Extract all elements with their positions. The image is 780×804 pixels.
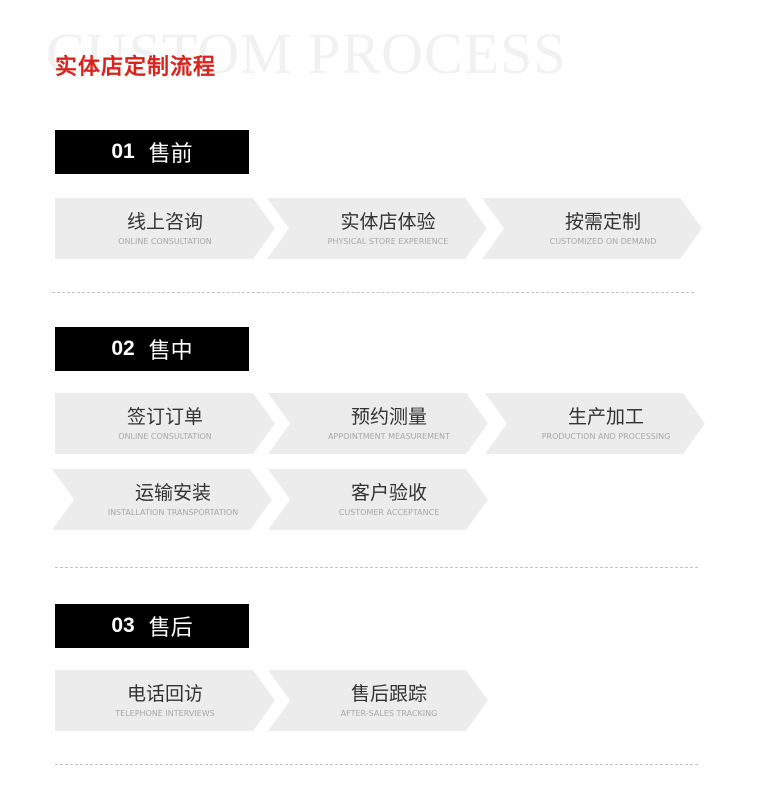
step-installation-transportation: 运输安装 INSTALLATION TRANSPORTATION — [52, 469, 272, 530]
step-subtitle: INSTALLATION TRANSPORTATION — [107, 507, 239, 517]
step-subtitle: AFTER-SALES TRACKING — [340, 708, 438, 718]
step-subtitle: ONLINE CONSULTATION — [118, 236, 212, 246]
step-subtitle: CUSTOMIZED ON DEMAND — [549, 236, 657, 246]
page-title: 实体店定制流程 — [55, 55, 217, 80]
step-title: 预约测量 — [350, 405, 427, 428]
step-subtitle: PHYSICAL STORE EXPERIENCE — [327, 236, 449, 246]
section-divider — [55, 567, 698, 568]
step-title: 线上咨询 — [126, 210, 203, 233]
section-name: 售后 — [148, 616, 193, 641]
section-header-insale: 02 售中 — [55, 327, 249, 371]
step-appointment-measurement: 预约测量 APPOINTMENT MEASUREMENT — [268, 393, 488, 454]
step-online-consultation: 线上咨询 ONLINE CONSULTATION — [55, 198, 275, 259]
step-title: 运输安装 — [134, 481, 211, 504]
watermark-text: CUSTOM PROCESS — [46, 21, 567, 86]
step-production-processing: 生产加工 PRODUCTION AND PROCESSING — [485, 393, 705, 454]
step-title: 生产加工 — [567, 405, 644, 428]
step-sign-order: 签订订单 ONLINE CONSULTATION — [55, 393, 275, 454]
step-title: 签订订单 — [126, 405, 203, 428]
section-name: 售前 — [148, 142, 193, 167]
step-title: 售后跟踪 — [350, 682, 427, 705]
section-divider — [52, 292, 694, 293]
step-telephone-interviews: 电话回访 TELEPHONE INTERVIEWS — [55, 670, 275, 731]
section-number: 01 — [111, 140, 135, 163]
step-customer-acceptance: 客户验收 CUSTOMER ACCEPTANCE — [268, 469, 488, 530]
section-header-presale: 01 售前 — [55, 130, 249, 174]
section-number: 02 — [111, 337, 135, 360]
step-customized-on-demand: 按需定制 CUSTOMIZED ON DEMAND — [482, 198, 702, 259]
step-subtitle: CUSTOMER ACCEPTANCE — [338, 507, 440, 517]
step-title: 客户验收 — [350, 481, 427, 504]
section-name: 售中 — [148, 339, 193, 364]
step-title: 电话回访 — [126, 682, 203, 705]
section-divider — [55, 764, 698, 765]
step-title: 实体店体验 — [340, 210, 436, 233]
step-title: 按需定制 — [564, 210, 641, 233]
step-subtitle: ONLINE CONSULTATION — [118, 431, 212, 441]
step-after-sales-tracking: 售后跟踪 AFTER-SALES TRACKING — [268, 670, 488, 731]
step-subtitle: TELEPHONE INTERVIEWS — [115, 708, 215, 718]
step-subtitle: APPOINTMENT MEASUREMENT — [328, 431, 450, 441]
section-number: 03 — [111, 614, 135, 637]
section-header-aftersale: 03 售后 — [55, 604, 249, 648]
step-subtitle: PRODUCTION AND PROCESSING — [541, 431, 671, 441]
step-store-experience: 实体店体验 PHYSICAL STORE EXPERIENCE — [267, 198, 487, 259]
